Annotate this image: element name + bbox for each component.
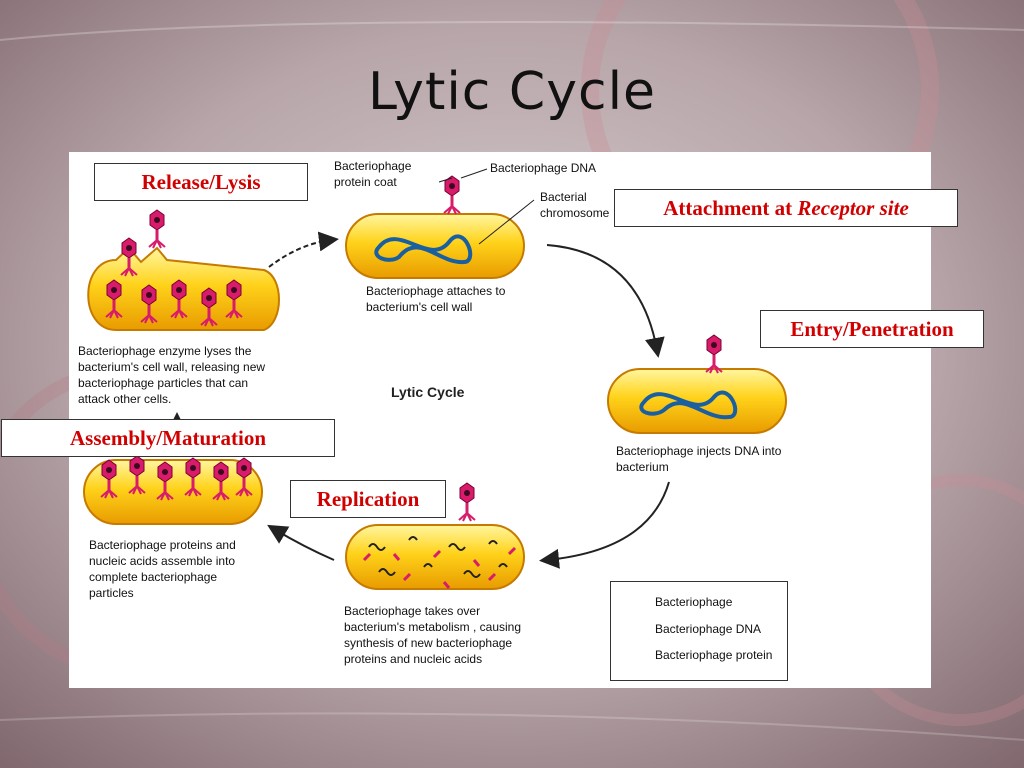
callout-bacterial-chromosome: Bacterial chromosome [540, 190, 610, 220]
diagram-artwork [83, 168, 787, 664]
label-assembly-maturation: Assembly/Maturation [1, 419, 335, 457]
arrow-entry-to-replication [539, 481, 670, 569]
slide-title: Lytic Cycle [367, 62, 657, 122]
label-attachment-italic: Receptor site [797, 196, 909, 220]
label-attachment: Attachment at Receptor site [614, 189, 958, 227]
bacterium-lysis [87, 209, 280, 331]
legend-item-phage-protein: Bacteriophage protein [655, 648, 773, 662]
caption-assemble: Bacteriophage proteins and nucleic acids… [89, 538, 236, 600]
legend-item-bacteriophage: Bacteriophage [655, 595, 733, 609]
label-release-lysis: Release/Lysis [94, 163, 308, 201]
caption-takeover: Bacteriophage takes over bacterium's met… [344, 604, 522, 666]
callout-line-coat [438, 177, 453, 183]
legend-item-phage-dna: Bacteriophage DNA [655, 622, 762, 636]
diagram-center-title: Lytic Cycle [391, 384, 465, 400]
label-attachment-prefix: Attachment at [663, 196, 798, 220]
arrow-replication-to-assembly [267, 524, 335, 561]
caption-attach: Bacteriophage attaches to bacterium's ce… [366, 284, 506, 314]
caption-inject: Bacteriophage injects DNA into bacterium [616, 444, 782, 474]
legend: Bacteriophage Bacteriophage DNA Bacterio… [610, 581, 788, 681]
arrow-attach-to-entry [546, 244, 665, 358]
bacterium-attachment [345, 175, 525, 279]
caption-lyse: Bacteriophage enzyme lyses the bacterium… [78, 344, 266, 406]
label-entry-penetration: Entry/Penetration [760, 310, 984, 348]
bacterium-entry [607, 334, 787, 434]
label-replication: Replication [290, 480, 446, 518]
bacterium-assembly [83, 455, 263, 525]
callout-protein-coat: Bacteriophage protein coat [334, 159, 412, 189]
bacterium-replication [345, 482, 525, 590]
arrow-release-to-attach [268, 231, 339, 268]
callout-phage-dna: Bacteriophage DNA [490, 161, 597, 175]
callout-line-chromosome [478, 199, 535, 245]
callout-line-dna [460, 168, 488, 179]
